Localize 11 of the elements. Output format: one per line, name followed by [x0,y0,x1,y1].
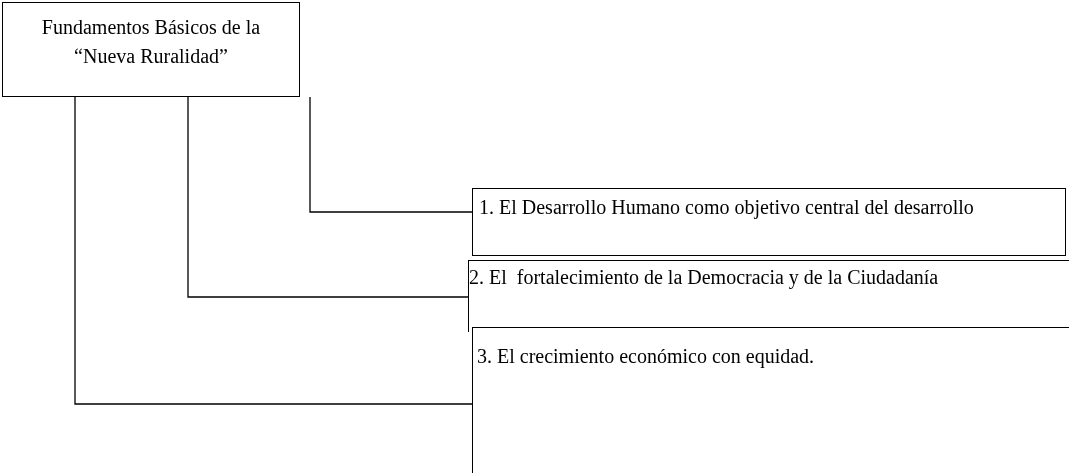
box-text: Fundamentos Básicos de la “Nueva Ruralidad” [40,15,262,69]
connector-line [187,96,469,298]
box-text: 3. El crecimiento económico con equidad. [477,344,816,370]
text-box [472,327,1069,473]
box-text: 2. El fortalecimiento de la Democracia y de la Ciudadanía [469,265,940,291]
text-box [2,2,300,97]
text-box [472,188,1066,256]
box-text: 1. El Desarrollo Humano como objetivo central del desarrollo [479,195,975,221]
connector-line [309,96,473,213]
connector-line [74,96,473,405]
text-box [468,260,1069,332]
